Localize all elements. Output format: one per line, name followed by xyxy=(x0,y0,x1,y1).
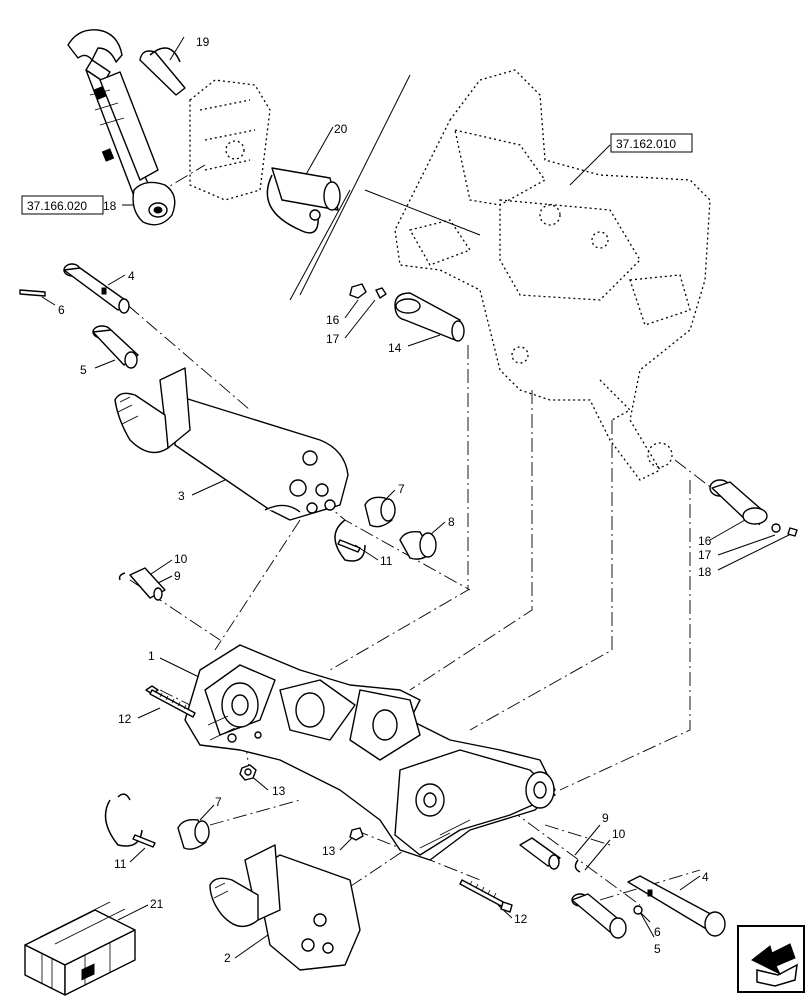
bolt-12-upper xyxy=(145,685,196,718)
callout-10-lower: 10 xyxy=(612,827,626,841)
callout-7-lower: 7 xyxy=(215,795,222,809)
pivot-pin-14 xyxy=(394,292,465,342)
callout-5-lower: 5 xyxy=(654,942,661,956)
pin-15-right xyxy=(709,479,798,537)
main-frame-phantom xyxy=(394,69,711,481)
callout-13-lower: 13 xyxy=(322,844,336,858)
pin-5-lower xyxy=(571,893,627,939)
pin-6-lower xyxy=(633,905,643,915)
ref-frame-label: 37.162.010 xyxy=(616,137,676,151)
pin-4-lower xyxy=(627,875,726,937)
callout-17-right: 18 xyxy=(698,565,712,579)
callout-12-lower: 12 xyxy=(514,912,528,926)
pin-19 xyxy=(139,47,186,96)
callout-11-top: 11 xyxy=(380,554,393,568)
pin-5-top xyxy=(92,325,139,369)
callout-20: 20 xyxy=(334,122,348,136)
bushing-8 xyxy=(399,530,437,560)
bushing-7-lower xyxy=(177,818,210,850)
ref-box-frame[interactable]: 37.162.010 xyxy=(610,133,693,153)
callout-5-top: 5 xyxy=(80,363,87,377)
callout-17-top: 17 xyxy=(326,332,340,346)
callout-13-top: 13 xyxy=(272,784,286,798)
callout-11-lower: 11 xyxy=(114,857,127,871)
main-axle-frame-1 xyxy=(184,644,556,861)
callout-21: 21 xyxy=(150,897,164,911)
callout-6-top: 6 xyxy=(58,303,65,317)
callout-8: 8 xyxy=(448,515,455,529)
callout-16-right: 17 xyxy=(698,548,712,562)
nut-13-lower xyxy=(349,827,364,841)
pin-9-lower xyxy=(519,837,581,873)
pin-9-upper xyxy=(118,567,166,601)
lynch-pin-11-top xyxy=(334,519,366,562)
toolbox-21 xyxy=(24,901,136,996)
top-link-bracket-phantom xyxy=(189,79,271,201)
callout-7-top: 7 xyxy=(398,482,405,496)
bushing-7-top xyxy=(364,496,396,528)
callout-2: 2 xyxy=(224,951,231,965)
pin-4-top xyxy=(63,263,130,314)
callout-19: 19 xyxy=(196,35,210,49)
bolt-12-lower xyxy=(459,879,513,913)
callout-3: 3 xyxy=(178,489,185,503)
callout-labels: 18 19 20 4 6 16 17 14 5 3 7 8 11 10 9 1 … xyxy=(58,35,712,965)
top-link-assembly xyxy=(67,29,176,226)
callout-4-lower: 4 xyxy=(702,870,709,884)
callout-9-top: 9 xyxy=(174,569,181,583)
callout-4-top: 4 xyxy=(128,269,135,283)
nut-13-upper xyxy=(239,764,257,781)
callout-16-top: 16 xyxy=(326,313,340,327)
callout-15: 16 xyxy=(698,534,712,548)
callout-10-top: 10 xyxy=(174,552,188,566)
callout-1: 1 xyxy=(148,649,155,663)
ref-top-link-label: 37.166.020 xyxy=(27,199,87,213)
lift-arm-3 xyxy=(114,367,349,521)
lynch-pin-11-lower xyxy=(104,793,156,848)
callout-9-lower: 9 xyxy=(602,811,609,825)
ref-box-top-link[interactable]: 37.166.020 xyxy=(21,195,104,215)
pin-6-top xyxy=(19,289,46,297)
callout-14: 14 xyxy=(388,341,402,355)
bolt-16-top xyxy=(349,283,387,299)
callout-18: 18 xyxy=(103,199,117,213)
previous-page-arrow-icon[interactable] xyxy=(737,925,805,993)
callout-6-lower: 6 xyxy=(654,925,661,939)
callout-12-top: 12 xyxy=(118,712,132,726)
pin-20 xyxy=(266,167,341,234)
lift-arm-2 xyxy=(209,844,361,971)
